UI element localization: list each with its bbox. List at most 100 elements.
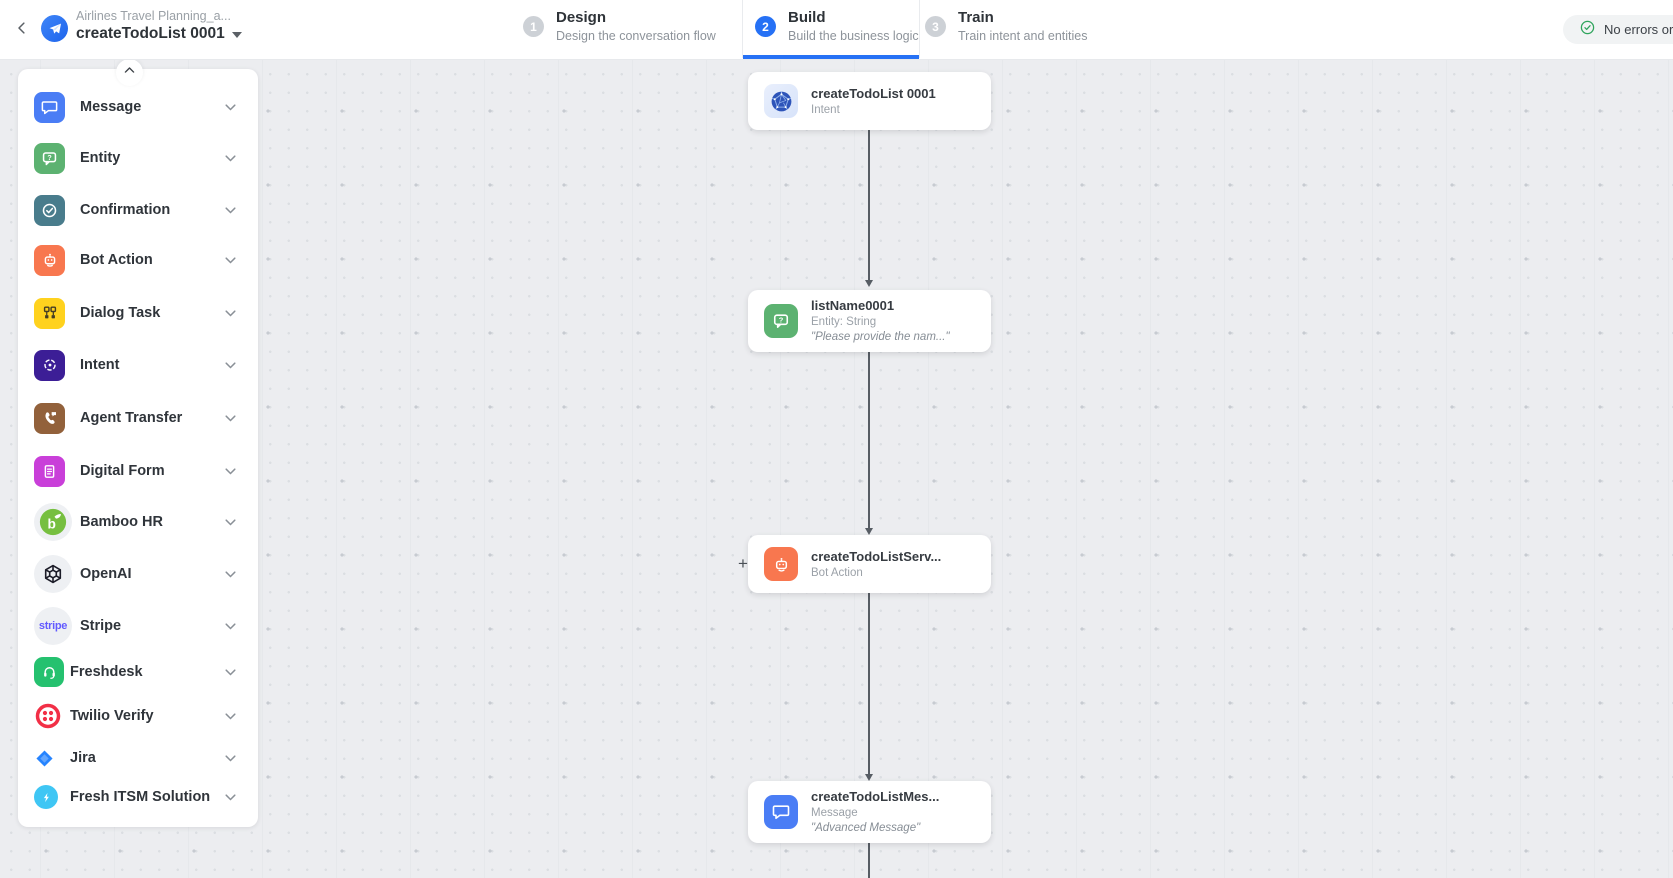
sidebar-item-label: Confirmation [80, 202, 171, 218]
tab-description: Build the business logic [788, 29, 919, 43]
message-icon [34, 91, 65, 123]
chevron-down-icon[interactable] [225, 668, 236, 676]
fresh-itsm-icon [34, 785, 58, 809]
tab-design[interactable]: 1 Design Design the conversation flow [523, 0, 716, 58]
node-title: createTodoListServ... [811, 548, 942, 564]
bot-action-icon [34, 244, 65, 276]
flow-node-bot-action[interactable]: + createTodoListServ... Bot Action [738, 535, 991, 593]
tab-label: Build [788, 9, 826, 26]
sidebar-item-jira[interactable]: Jira [18, 736, 258, 780]
flow-node-entity[interactable]: ? listName0001 Entity: String "Please pr… [748, 290, 991, 352]
node-subtitle: Entity: String [811, 316, 877, 328]
caret-down-icon [231, 24, 242, 43]
chevron-up-icon [122, 63, 137, 83]
sidebar-item-bamboo-hr[interactable]: b Bamboo HR [18, 500, 258, 544]
node-subtitle: Intent [811, 103, 840, 116]
entity-icon: ? [34, 142, 65, 174]
sidebar-item-label: Stripe [80, 618, 122, 634]
tab-description: Train intent and entities [958, 29, 1088, 43]
chevron-down-icon[interactable] [225, 754, 236, 762]
add-node-button[interactable]: + [738, 554, 748, 573]
chevron-down-icon[interactable] [225, 570, 236, 578]
sidebar-item-label: Jira [70, 750, 96, 766]
task-name: createTodoList 0001 [76, 25, 225, 42]
digital-form-icon [34, 455, 65, 487]
chevron-down-icon[interactable] [225, 361, 236, 369]
flow-connector [865, 593, 873, 781]
sidebar-item-label: Freshdesk [70, 664, 143, 680]
tab-train[interactable]: 3 Train Train intent and entities [925, 0, 1087, 58]
sidebar-item-bot-action[interactable]: Bot Action [18, 238, 258, 282]
tab-divider [919, 0, 920, 58]
sidebar-item-fresh-itsm-solution[interactable]: Fresh ITSM Solution [18, 775, 258, 819]
flow-node-intent[interactable]: createTodoList 0001 Intent [748, 72, 991, 130]
chevron-down-icon[interactable] [225, 622, 236, 630]
back-button[interactable] [11, 19, 33, 41]
chevron-down-icon[interactable] [225, 103, 236, 111]
bot-logo-icon [41, 15, 68, 42]
bot-action-icon [764, 547, 798, 581]
node-title: createTodoList 0001 [811, 85, 936, 101]
sidebar-item-label: Intent [80, 357, 120, 373]
status-text: No errors or w [1604, 22, 1673, 37]
entity-icon: ? [764, 304, 798, 338]
tab-build[interactable]: 2 Build Build the business logic [755, 0, 919, 58]
bamboo-hr-icon: b [34, 503, 72, 541]
tab-label: Train [958, 9, 994, 26]
freshdesk-icon [34, 657, 64, 687]
chevron-down-icon[interactable] [225, 414, 236, 422]
sidebar-item-twilio-verify[interactable]: Twilio Verify [18, 694, 258, 738]
chevron-down-icon[interactable] [225, 518, 236, 526]
node-title: createTodoListMes... [811, 789, 940, 804]
palette-collapse-button[interactable] [116, 59, 143, 86]
chevron-down-icon[interactable] [225, 712, 236, 720]
sidebar-item-entity[interactable]: ? Entity [18, 136, 258, 180]
sidebar-item-label: Dialog Task [80, 305, 161, 321]
node-prompt-preview: "Please provide the nam..." [811, 331, 950, 343]
flow-canvas[interactable] [0, 59, 1673, 878]
svg-text:b: b [48, 516, 56, 531]
sidebar-item-stripe[interactable]: stripe Stripe [18, 604, 258, 648]
sidebar-item-label: Fresh ITSM Solution [70, 789, 211, 805]
active-tab-underline [743, 55, 919, 59]
sidebar-item-message[interactable]: Message [18, 85, 258, 129]
chevron-down-icon[interactable] [225, 154, 236, 162]
sidebar-item-confirmation[interactable]: Confirmation [18, 188, 258, 232]
sidebar-item-label: Agent Transfer [80, 410, 183, 426]
node-subtitle: Bot Action [811, 566, 863, 579]
svg-text:?: ? [779, 316, 784, 325]
flow-connector [865, 352, 873, 535]
project-name: Airlines Travel Planning_a... [76, 9, 231, 23]
message-icon [764, 795, 798, 829]
sidebar-item-openai[interactable]: OpenAI [18, 552, 258, 596]
flow-connector [865, 130, 873, 287]
confirmation-icon [34, 194, 65, 226]
node-subtitle: Message [811, 807, 858, 819]
status-pill[interactable]: No errors or w [1563, 15, 1673, 44]
sidebar-item-freshdesk[interactable]: Freshdesk [18, 650, 258, 694]
jira-icon [34, 748, 55, 769]
sidebar-item-digital-form[interactable]: Digital Form [18, 449, 258, 493]
sidebar-item-label: Entity [80, 150, 121, 166]
tab-divider [742, 0, 743, 58]
chevron-down-icon[interactable] [225, 256, 236, 264]
chevron-left-icon [13, 19, 31, 42]
sidebar-item-agent-transfer[interactable]: Agent Transfer [18, 396, 258, 440]
sidebar-item-label: Bamboo HR [80, 514, 163, 530]
chevron-down-icon[interactable] [225, 793, 236, 801]
chevron-down-icon[interactable] [225, 206, 236, 214]
tab-number-badge: 1 [523, 16, 544, 37]
sidebar-item-dialog-task[interactable]: Dialog Task [18, 291, 258, 335]
node-title: listName0001 [811, 298, 895, 313]
app-header: Airlines Travel Planning_a... createTodo… [0, 0, 1673, 60]
task-name-dropdown[interactable]: createTodoList 0001 [76, 24, 242, 43]
flow-node-message[interactable]: createTodoListMes... Message "Advanced M… [748, 781, 991, 843]
chevron-down-icon[interactable] [225, 309, 236, 317]
node-palette: Message ? Entity Confirmation Bot Action [18, 59, 258, 827]
sidebar-item-label: Bot Action [80, 252, 153, 268]
sidebar-item-intent[interactable]: Intent [18, 343, 258, 387]
svg-text:?: ? [47, 153, 51, 161]
tab-description: Design the conversation flow [556, 29, 716, 43]
chevron-down-icon[interactable] [225, 467, 236, 475]
